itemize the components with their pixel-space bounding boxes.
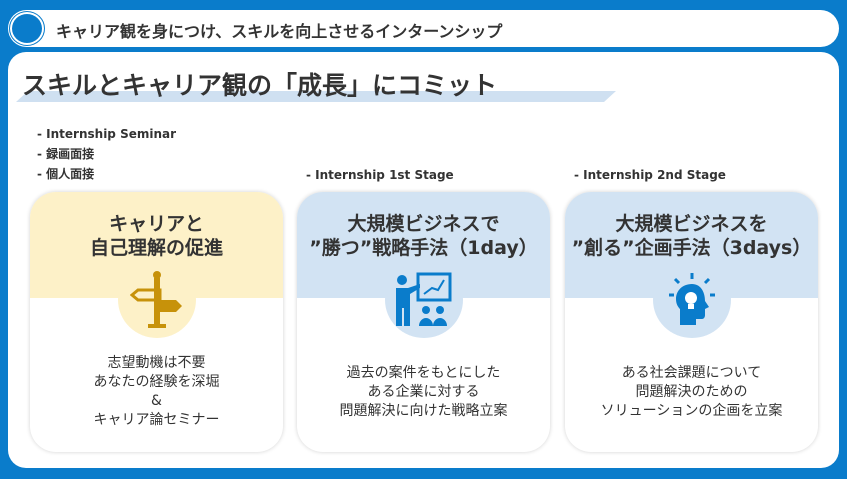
card-description: ある社会課題について問題解決のためのソリューションの企画を立案 (600, 364, 783, 419)
header-bar: キャリア観を身につけ、スキルを向上させるインターンシップ (8, 10, 839, 47)
header-title: キャリア観を身につけ、スキルを向上させるインターンシップ (56, 22, 503, 41)
page-title: スキルとキャリア観の「成長」にコミット (22, 71, 498, 100)
header-circle-icon (10, 12, 44, 45)
note-item: - 録画面接 (37, 147, 95, 161)
card-career: キャリアと自己理解の促進 志望動機は不要あなたの経験を深堀&キャリア論セミナー (30, 192, 283, 452)
card-title: 大規模ビジネスを”創る”企画手法（3days） (565, 192, 818, 298)
signpost-icon (118, 262, 196, 338)
title-underline-band (16, 91, 616, 102)
card-stage1: 大規模ビジネスで”勝つ”戦略手法（1day） 過去の案件をもとにしたある企業に対… (297, 192, 550, 452)
note-item: - Internship Seminar (37, 127, 177, 141)
note-item: - 個人面接 (37, 167, 95, 181)
card-description: 過去の案件をもとにしたある企業に対する問題解決に向けた戦略立案 (339, 364, 508, 419)
seminar-notes: - Internship Seminar - 録画面接 - 個人面接 (37, 124, 176, 184)
idea-head-icon (653, 262, 731, 338)
stage1-note: - Internship 1st Stage (306, 168, 454, 182)
presentation-icon (385, 262, 463, 338)
card-stage2: 大規模ビジネスを”創る”企画手法（3days） ある社会課題について問題解決のた… (565, 192, 818, 452)
stage2-note: - Internship 2nd Stage (574, 168, 726, 182)
card-description: 志望動機は不要あなたの経験を深堀&キャリア論セミナー (93, 355, 220, 428)
